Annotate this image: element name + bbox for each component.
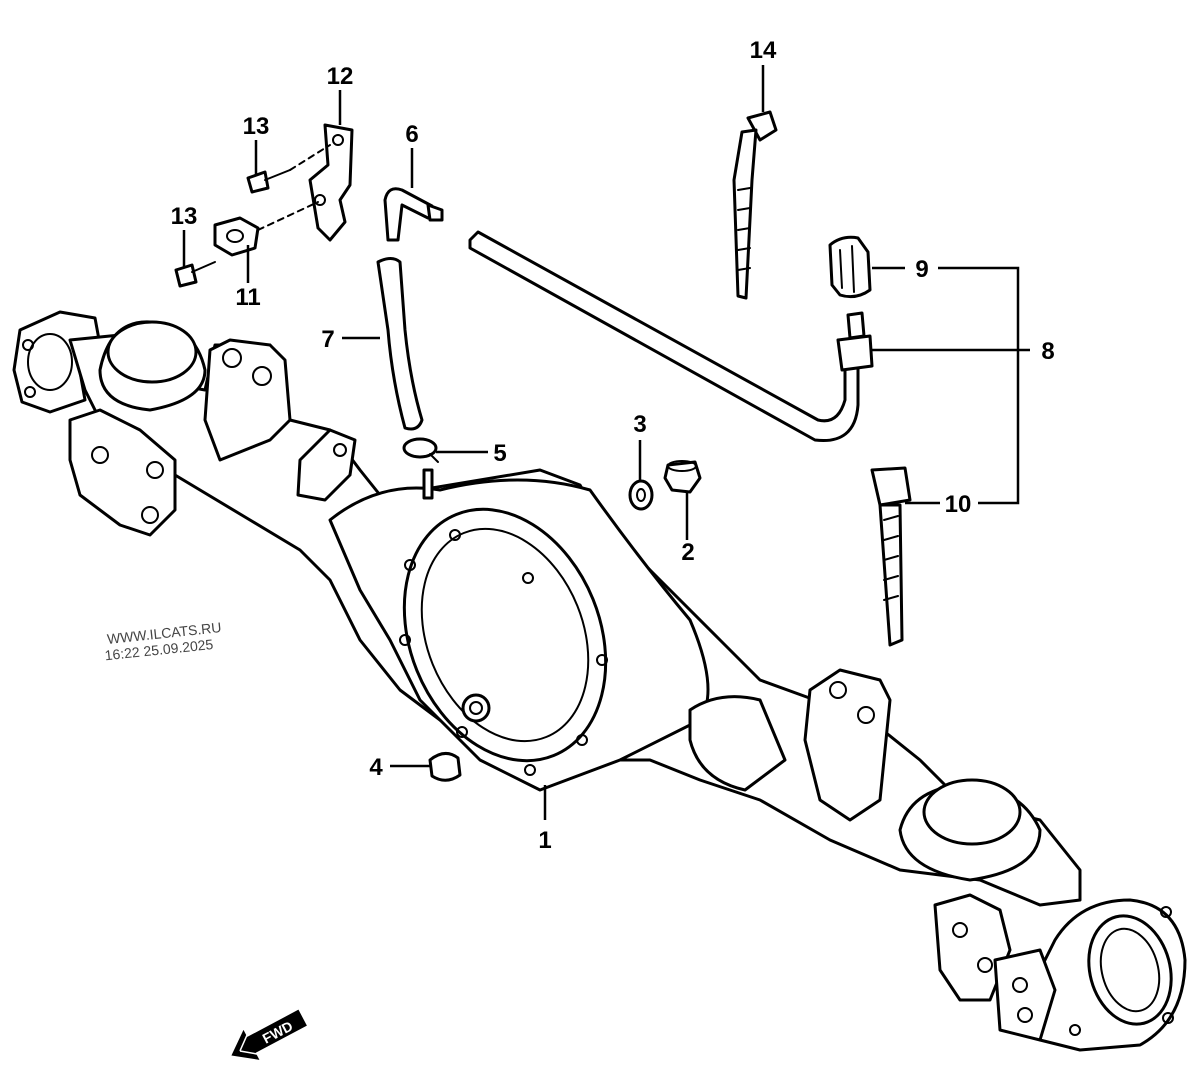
gasket-washer (628, 479, 654, 511)
breather-pipe (468, 230, 860, 443)
pipe-clip (870, 466, 912, 647)
hose-clamp (402, 437, 439, 463)
callout-11: 11 (235, 284, 260, 311)
breather-hose (376, 257, 424, 431)
callout-9: 9 (915, 256, 928, 283)
drain-plug (428, 752, 462, 782)
callout-14: 14 (750, 37, 777, 64)
callout-13-upper: 13 (243, 113, 270, 140)
callout-13-lower: 13 (171, 203, 198, 230)
callout-1: 1 (538, 827, 551, 854)
callout-7: 7 (321, 326, 334, 353)
hose-clamp-bracket (213, 216, 260, 257)
callout-2: 2 (681, 539, 694, 566)
pipe-fitting (836, 311, 874, 372)
bolt-upper (246, 169, 291, 194)
axle-housing (12, 310, 1187, 1052)
leader-lines (182, 65, 1030, 820)
breather-cap (828, 235, 872, 299)
callout-labels: 1 2 3 4 5 6 7 8 9 10 11 12 13 13 14 (171, 37, 1055, 854)
callout-4: 4 (369, 754, 383, 781)
watermark: WWW.ILCATS.RU 16:22 25.09.2025 (104, 619, 222, 663)
breather-elbow (383, 187, 444, 242)
callout-6: 6 (405, 121, 418, 148)
callout-3: 3 (633, 411, 646, 438)
callout-8: 8 (1041, 338, 1054, 365)
cable-tie (732, 110, 778, 300)
callout-5: 5 (493, 440, 506, 467)
callout-12: 12 (327, 63, 354, 90)
bolt-lower (174, 261, 216, 288)
callout-10: 10 (945, 491, 972, 518)
fwd-arrow: FWD (231, 1009, 307, 1060)
mounting-bracket (308, 123, 354, 242)
filler-plug (663, 460, 702, 494)
